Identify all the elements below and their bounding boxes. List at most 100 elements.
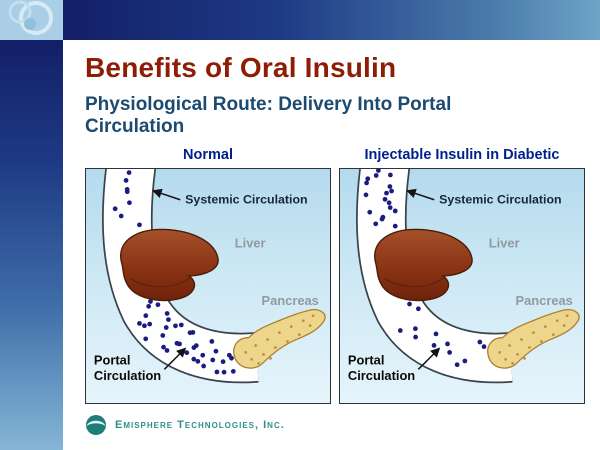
insulin-dot (160, 333, 166, 338)
insulin-dot (190, 330, 196, 335)
insulin-dot (214, 369, 220, 375)
top-accent-bar (63, 0, 600, 40)
insulin-dot (389, 188, 394, 194)
insulin-dot (384, 190, 389, 196)
insulin-dot (127, 200, 132, 206)
insulin-dot (431, 343, 437, 348)
insulin-dot (161, 344, 166, 350)
insulin-dot (433, 331, 439, 337)
systemic-arrow (152, 188, 181, 201)
insulin-dot (477, 339, 483, 345)
insulin-dot (220, 359, 226, 365)
insulin-dot (413, 326, 418, 332)
insulin-dot (447, 350, 452, 355)
insulin-dot (155, 302, 161, 308)
slide-subtitle: Physiological Route: Delivery Into Porta… (85, 94, 451, 138)
insulin-dot (397, 328, 403, 333)
insulin-dot (373, 173, 379, 178)
insulin-dot (230, 368, 236, 374)
diagram-svg-normal: Systemic Circulation Liver Pancreas Port… (94, 169, 326, 384)
subtitle-line: Physiological Route: Delivery Into Porta… (85, 94, 452, 115)
insulin-dot (388, 172, 393, 178)
deck-logo (0, 0, 63, 40)
insulin-dot (123, 178, 129, 183)
insulin-dot (221, 369, 227, 375)
insulin-dot (124, 189, 130, 195)
pancreas-texture (498, 314, 569, 365)
side-accent-bar (0, 40, 63, 450)
liver-label: Liver (489, 235, 520, 250)
insulin-dot (379, 216, 385, 222)
systemic-label: Systemic Circulation (185, 193, 307, 207)
panel-diabetic: Injectable Insulin in Diabetic (339, 146, 585, 404)
liver-label: Liver (235, 235, 266, 250)
insulin-dot (112, 206, 118, 212)
insulin-dot (481, 344, 487, 350)
portal-arrow (417, 347, 441, 370)
insulin-dot (142, 323, 147, 329)
insulin-dot (415, 306, 421, 312)
pancreas-label: Pancreas (262, 293, 319, 308)
insulin-dot (148, 299, 153, 304)
insulin-dots (363, 169, 487, 368)
diagram-box-diabetic: Systemic Circulation Liver Pancreas Port… (339, 168, 585, 404)
pancreas-label: Pancreas (516, 293, 573, 308)
portal-label-line2: Circulation (94, 368, 161, 383)
company-name: Emisphere Technologies, Inc. (115, 419, 285, 431)
insulin-dot (364, 180, 369, 186)
insulin-dot (387, 205, 393, 210)
insulin-dot (191, 356, 197, 362)
insulin-dot (454, 362, 460, 368)
insulin-dot (367, 209, 373, 215)
insulin-dot (387, 184, 393, 189)
insulin-dot (462, 358, 468, 364)
portal-label-line1: Portal (94, 352, 131, 367)
vessel-lumen (357, 169, 513, 382)
insulin-dot (146, 303, 152, 309)
insulin-dot (164, 348, 170, 353)
portal-label-line1: Portal (348, 352, 385, 367)
pancreas-illustration (233, 309, 326, 369)
insulin-dot (382, 196, 388, 202)
insulin-dot (147, 321, 153, 327)
portal-label-line2: Circulation (348, 368, 415, 383)
vessel-lumen (103, 169, 259, 382)
systemic-arrow (406, 188, 435, 201)
portal-arrow (163, 347, 187, 370)
subtitle-line: Circulation (85, 115, 185, 137)
panel-title-diabetic: Injectable Insulin in Diabetic (364, 147, 560, 163)
insulin-dot (137, 321, 142, 326)
insulin-dot (126, 170, 132, 175)
insulin-dot (373, 221, 379, 227)
insulin-dot (392, 208, 398, 214)
liver-illustration (119, 228, 219, 302)
insulin-dot (173, 323, 178, 329)
insulin-dot (210, 357, 216, 363)
panel-title-normal: Normal (183, 147, 233, 163)
insulin-dot (195, 358, 201, 364)
insulin-dot (376, 169, 381, 173)
deck-logo-graphic (0, 0, 63, 40)
insulin-dot (177, 341, 182, 347)
insulin-dot (193, 343, 199, 348)
insulin-dot (178, 322, 184, 328)
insulin-dot (143, 313, 149, 319)
diagram-svg-diabetic: Systemic Circulation Liver Pancreas Port… (348, 169, 580, 384)
pancreas-illustration (487, 309, 580, 369)
pancreas-texture (244, 314, 315, 365)
insulin-dots (112, 170, 236, 375)
insulin-dot (229, 355, 234, 361)
insulin-dot (118, 213, 124, 219)
insulin-dot (137, 222, 142, 228)
insulin-dot (164, 311, 170, 316)
insulin-dot (407, 301, 412, 307)
insulin-dot (363, 192, 369, 198)
insulin-dot (213, 348, 219, 354)
emisphere-logo-icon (86, 415, 106, 435)
insulin-dot (166, 317, 171, 322)
footer: Emisphere Technologies, Inc. (85, 414, 285, 436)
insulin-dot (413, 334, 418, 340)
diagram-box-normal: Systemic Circulation Liver Pancreas Port… (85, 168, 331, 404)
insulin-dot (365, 176, 371, 182)
insulin-dot (386, 200, 392, 206)
